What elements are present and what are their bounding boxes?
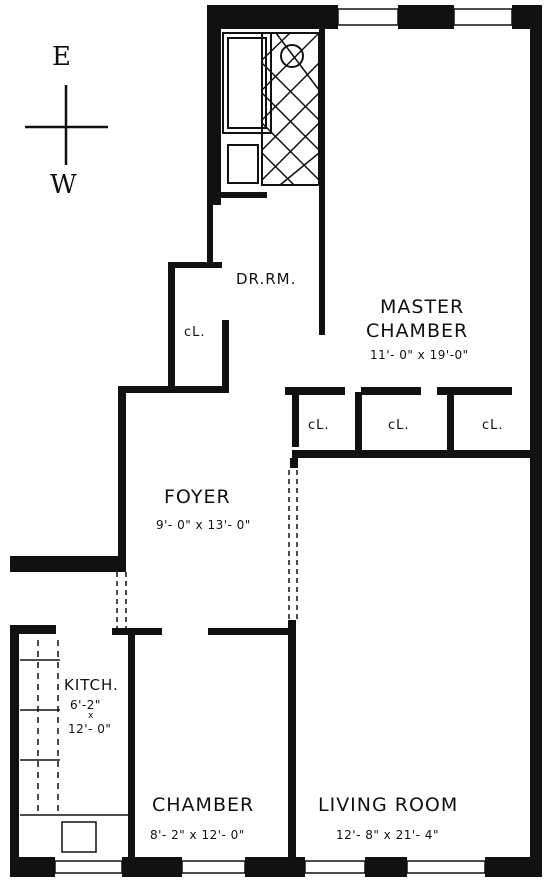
walls — [10, 5, 542, 877]
closet-label: cL. — [308, 418, 330, 433]
kitchen-dims-x: x — [88, 711, 94, 721]
bathroom-tile — [261, 32, 320, 186]
living-room-label: LIVING ROOM — [318, 794, 459, 816]
master-chamber-label-line2: CHAMBER — [366, 320, 469, 342]
kitchen-dims-width: 6'-2" — [70, 698, 101, 712]
living-room-dims: 12'- 8" x 21'- 4" — [336, 828, 439, 842]
sink-icon — [280, 44, 304, 68]
master-chamber-dims: 11'- 0" x 19'-0" — [370, 348, 469, 362]
kitchen-label: KITCH. — [64, 676, 119, 694]
closet-label: cL. — [482, 418, 504, 433]
dressing-room-label: DR.RM. — [236, 270, 297, 288]
openings — [116, 470, 298, 630]
kitchen-counter — [20, 640, 130, 853]
bathtub-icon — [222, 32, 272, 134]
compass-west: W — [50, 170, 78, 200]
compass-cross — [25, 85, 108, 165]
stove-icon — [61, 821, 97, 853]
bathroom-fixtures — [222, 32, 320, 186]
chamber-label: CHAMBER — [152, 794, 255, 816]
master-chamber-label-line1: MASTER — [380, 296, 465, 318]
closet-label: cL. — [388, 418, 410, 433]
foyer-label: FOYER — [164, 486, 231, 508]
chamber-dims: 8'- 2" x 12'- 0" — [150, 828, 245, 842]
compass-east: E — [52, 42, 72, 72]
windows — [54, 8, 513, 874]
toilet-icon — [227, 144, 259, 184]
foyer-dims: 9'- 0" x 13'- 0" — [156, 518, 251, 532]
closet-label: cL. — [184, 325, 206, 340]
kitchen-dims-length: 12'- 0" — [68, 722, 112, 736]
